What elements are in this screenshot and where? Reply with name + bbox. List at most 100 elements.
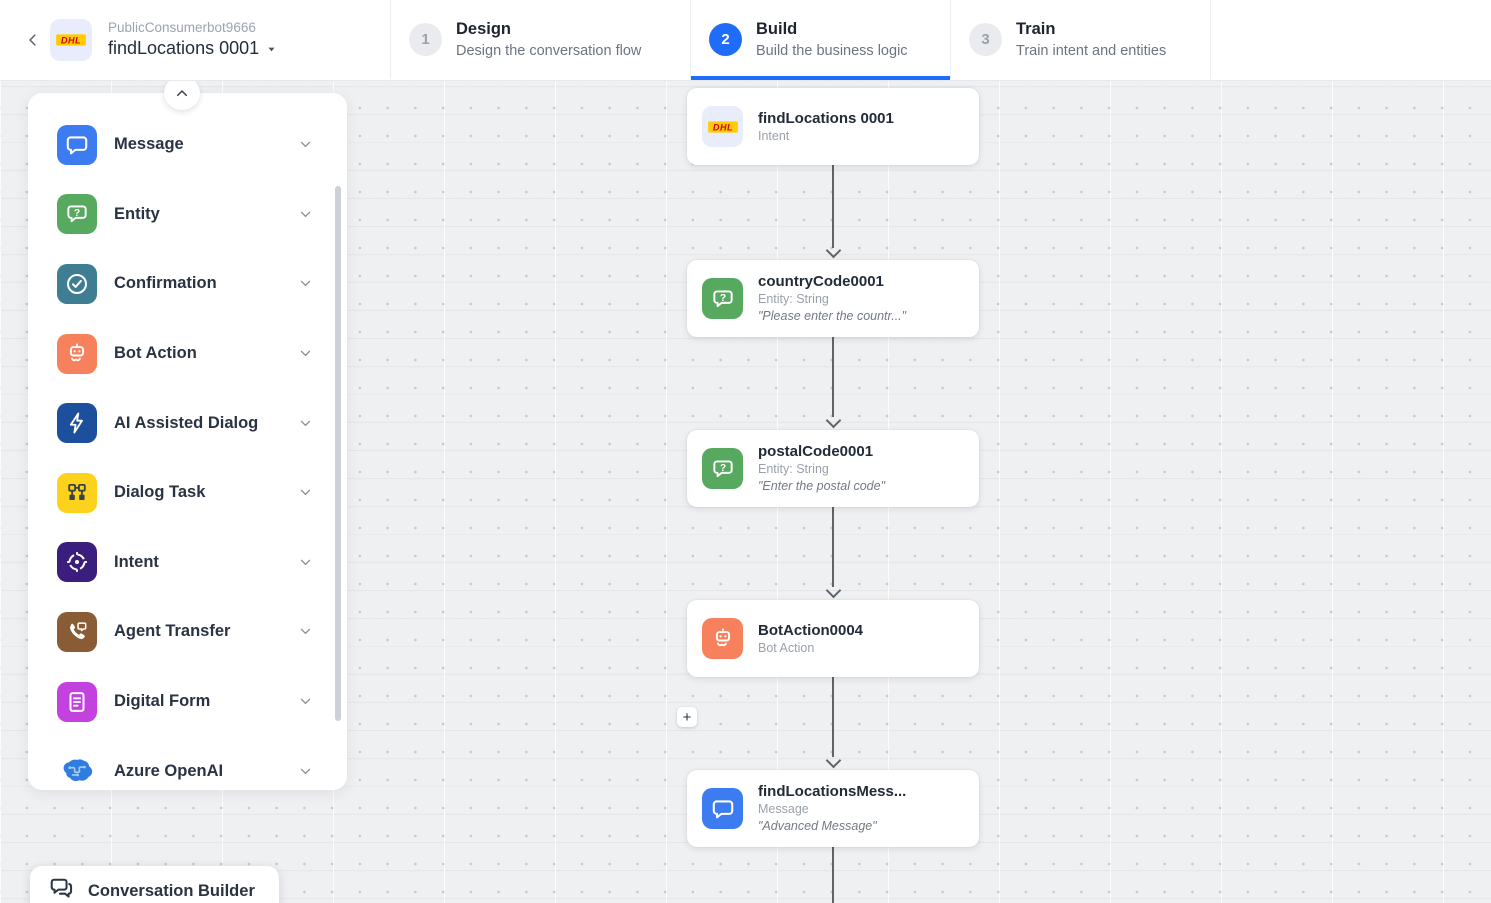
sidebar-item-azure-openai[interactable]: Azure OpenAI <box>28 736 347 806</box>
sidebar-item-label: Entity <box>114 204 160 223</box>
sidebar-scrollbar[interactable] <box>335 186 341 721</box>
step-subtitle: Train intent and entities <box>1016 43 1167 60</box>
sidebar-item-message[interactable]: Message <box>28 110 347 180</box>
step-tab-train[interactable]: 3 Train Train intent and entities <box>950 0 1210 79</box>
sidebar-item-label: Confirmation <box>114 274 217 293</box>
azure-openai-icon <box>57 751 97 791</box>
node-type: Entity: String <box>758 292 829 307</box>
flow-node-entity[interactable]: countryCode0001 Entity: String "Please e… <box>687 260 979 337</box>
chevron-down-icon <box>298 485 313 500</box>
caret-down-icon <box>266 41 277 55</box>
node-title: postalCode0001 <box>758 442 874 460</box>
node-type: Bot Action <box>758 641 815 655</box>
chevron-down-icon <box>298 416 313 431</box>
flow-canvas[interactable]: findLocations 0001 Intent countryCode000… <box>0 76 1491 903</box>
step-text: Design Design the conversation flow <box>456 18 641 61</box>
node-prompt: "Please enter the countr..." <box>758 308 907 323</box>
arrow-down-icon <box>825 412 842 429</box>
node-title: findLocationsMess... <box>758 782 907 800</box>
bot-action-icon <box>57 333 97 374</box>
ai-assisted-dialog-icon <box>57 403 97 444</box>
node-palette-sidebar: Message Entity Confirmation Bot Action A <box>28 76 347 790</box>
flow-name-dropdown[interactable]: findLocations 0001 <box>108 37 277 60</box>
sidebar-item-label: Azure OpenAI <box>114 761 224 780</box>
step-title: Build <box>756 20 798 39</box>
sidebar-item-bot-action[interactable]: Bot Action <box>28 319 347 389</box>
sidebar-item-dialog-task[interactable]: Dialog Task <box>28 458 347 528</box>
intent-icon <box>57 542 97 583</box>
step-number-badge: 2 <box>709 23 742 56</box>
bot-logo-icon <box>50 19 92 61</box>
header-left: PublicConsumerbot9666 findLocations 0001 <box>0 0 277 80</box>
bot-action-icon <box>702 618 743 659</box>
connector-line <box>832 507 834 587</box>
dhl-logo-icon <box>702 106 743 147</box>
flow-node-intent[interactable]: findLocations 0001 Intent <box>687 88 979 165</box>
flow-node-bot-action[interactable]: BotAction0004 Bot Action <box>687 600 979 677</box>
arrow-down-icon <box>825 752 842 769</box>
sidebar-item-label: Message <box>114 135 184 154</box>
chevron-down-icon <box>298 555 313 570</box>
sidebar-item-label: Intent <box>114 552 159 571</box>
step-text: Train Train intent and entities <box>1016 18 1166 61</box>
message-icon <box>702 788 743 829</box>
node-type: Message <box>758 802 809 817</box>
sidebar-item-digital-form[interactable]: Digital Form <box>28 667 347 737</box>
chevron-down-icon <box>298 276 313 291</box>
step-tab-build[interactable]: 2 Build Build the business logic <box>690 0 950 80</box>
chevron-down-icon <box>298 207 313 222</box>
sidebar-item-intent[interactable]: Intent <box>28 528 347 598</box>
flow-node-entity[interactable]: postalCode0001 Entity: String "Enter the… <box>687 430 979 507</box>
sidebar-item-label: Digital Form <box>114 692 211 711</box>
node-title: BotAction0004 <box>758 621 864 639</box>
arrow-down-icon <box>825 582 842 599</box>
step-text: Build Build the business logic <box>756 18 908 61</box>
step-title: Train <box>1016 20 1056 39</box>
sidebar-item-label: Dialog Task <box>114 483 206 502</box>
connector-line <box>832 337 834 417</box>
node-type: Intent <box>758 129 790 143</box>
flow-name: findLocations 0001 <box>108 38 260 59</box>
sidebar-item-ai-assisted-dialog[interactable]: AI Assisted Dialog <box>28 388 347 458</box>
back-button[interactable] <box>20 27 46 53</box>
top-header: PublicConsumerbot9666 findLocations 0001… <box>0 0 1491 81</box>
arrow-down-icon <box>825 242 842 259</box>
collapse-palette-button[interactable] <box>164 76 200 110</box>
sidebar-item-label: Agent Transfer <box>114 622 231 641</box>
connector-line <box>832 847 834 903</box>
agent-transfer-icon <box>57 611 97 652</box>
chevron-down-icon <box>298 694 313 709</box>
node-prompt: "Enter the postal code" <box>758 478 886 493</box>
chevron-down-icon <box>298 137 313 152</box>
active-tab-underline <box>691 76 950 80</box>
step-number-badge: 1 <box>409 23 442 56</box>
add-node-button[interactable]: + <box>677 707 697 727</box>
message-icon <box>57 124 97 165</box>
chevron-down-icon <box>298 346 313 361</box>
chevron-down-icon <box>298 764 313 779</box>
sidebar-item-confirmation[interactable]: Confirmation <box>28 249 347 319</box>
node-title: findLocations 0001 <box>758 109 894 127</box>
step-number-badge: 3 <box>969 23 1002 56</box>
entity-icon <box>702 278 743 319</box>
conversation-builder-label: Conversation Builder <box>88 881 255 900</box>
sidebar-item-agent-transfer[interactable]: Agent Transfer <box>28 597 347 667</box>
step-tab-design[interactable]: 1 Design Design the conversation flow <box>390 0 690 79</box>
entity-icon <box>57 194 97 235</box>
node-type: Entity: String <box>758 462 829 477</box>
flow-node-message[interactable]: findLocationsMess... Message "Advanced M… <box>687 770 979 847</box>
step-subtitle: Design the conversation flow <box>456 43 642 60</box>
connector-line <box>832 164 834 248</box>
conversation-builder-button[interactable]: Conversation Builder <box>30 866 279 903</box>
node-prompt: "Advanced Message" <box>758 818 877 833</box>
node-title: countryCode0001 <box>758 272 884 290</box>
dialog-task-icon <box>57 472 97 513</box>
chevron-down-icon <box>298 624 313 639</box>
connector-line <box>832 677 834 757</box>
header-titles: PublicConsumerbot9666 findLocations 0001 <box>108 20 277 59</box>
sidebar-item-entity[interactable]: Entity <box>28 180 347 250</box>
bot-name: PublicConsumerbot9666 <box>108 20 256 36</box>
confirmation-icon <box>57 263 97 304</box>
sidebar-item-label: AI Assisted Dialog <box>114 413 259 432</box>
